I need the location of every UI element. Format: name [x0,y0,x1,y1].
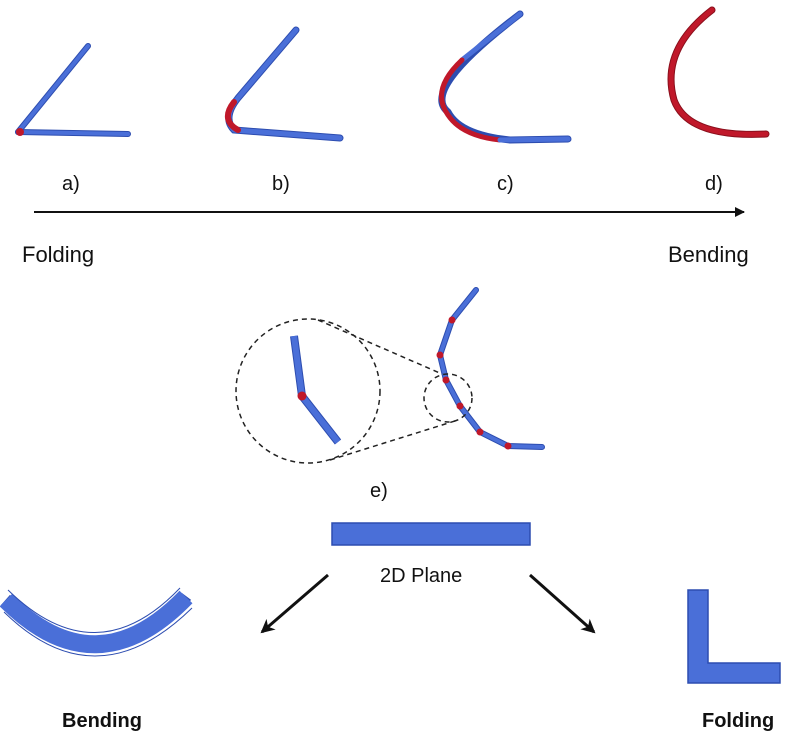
joint-4 [456,402,464,410]
arrow-to-folding [529,573,596,634]
panel-c-curved-fold [438,10,572,144]
joint-5 [476,428,484,436]
zoom-line-top [317,319,443,375]
joint-3 [442,376,450,384]
label-bending-top: Bending [668,242,749,267]
joint-6 [504,442,512,450]
label-a: a) [62,173,80,195]
panel-b-rounded-fold [225,26,344,142]
joint-1 [448,316,456,324]
folded-l-shape [687,589,781,684]
zoomed-joint [297,391,307,401]
panel-a-joint [16,128,24,136]
zoom-source-circle [423,373,473,423]
label-b: b) [272,173,290,195]
2d-plane-rect [331,522,531,546]
panel-d-full-bend [667,6,770,138]
label-c: c) [497,173,514,195]
arrow-to-bending [260,573,329,634]
label-bending-bottom: Bending [62,710,142,732]
label-d: d) [705,173,723,195]
label-2d-plane: 2D Plane [380,565,462,587]
panel-e-segmented-curve [235,287,545,464]
zoom-line-bottom [329,419,459,461]
joint-2 [436,351,444,359]
label-folding-top: Folding [22,242,94,267]
panel-a-sharp-fold [15,43,131,137]
label-folding-bottom: Folding [702,710,774,732]
zoom-magnifier-circle [235,318,381,464]
label-e: e) [370,480,388,502]
